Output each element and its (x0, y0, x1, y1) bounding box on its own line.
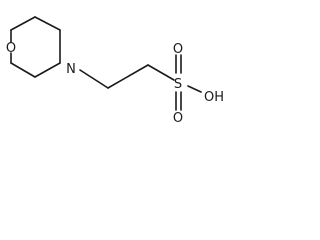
chemical-structure: O N S O O OH (0, 0, 234, 128)
sulfonic-acid-group (175, 54, 202, 111)
hydroxyl-label: OH (204, 90, 224, 105)
ethyl-linker (79, 64, 175, 89)
bond-ch2-ch2 (107, 64, 149, 89)
bond-c-c-right-up (34, 16, 61, 31)
sulfonyl-oxygen-bottom-label: O (173, 111, 183, 126)
bond-c-c-upper (10, 16, 36, 31)
ring-nitrogen-label: N (66, 62, 76, 77)
sulfonyl-oxygen-top-label: O (173, 42, 183, 57)
structure-drawing: O N S O O OH (6, 16, 224, 126)
bond-n-c-lower (34, 62, 61, 78)
ring-oxygen-label: O (6, 41, 16, 56)
bond-s-oh (187, 85, 202, 93)
morpholine-ring (10, 16, 61, 78)
bond-c-c-lower-left (10, 62, 36, 78)
bond-ch2-s (147, 64, 175, 81)
sulfur-label: S (174, 77, 182, 92)
bond-n-ch2 (79, 69, 109, 89)
